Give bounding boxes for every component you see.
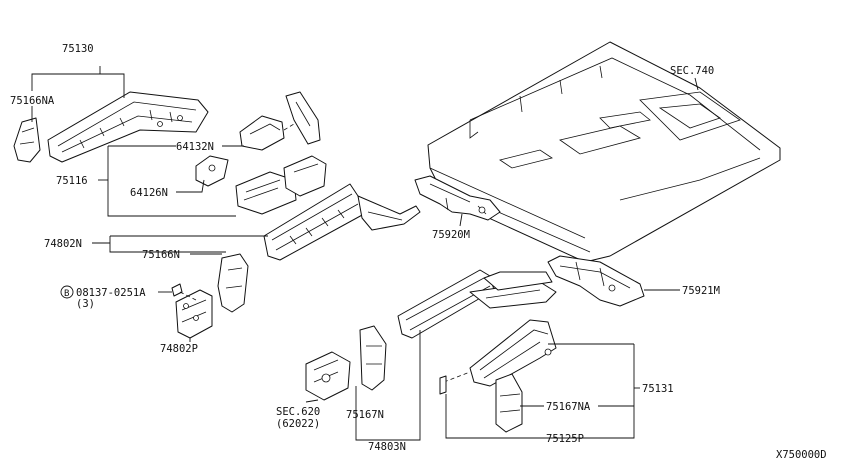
label-75116: 75116 [56, 175, 88, 187]
label-sec620-sub: (62022) [276, 418, 320, 430]
label-75166NA: 75166NA [10, 95, 55, 107]
label-74803N: 74803N [368, 441, 406, 453]
label-64126N: 64126N [130, 187, 168, 199]
part-75920M-shape [414, 175, 501, 221]
label-75921M: 75921M [682, 285, 720, 297]
label-75125P: 75125P [546, 433, 584, 445]
part-75167N-shape [359, 325, 387, 391]
label-bolt-qty: (3) [76, 298, 95, 310]
label-74802P: 74802P [160, 343, 198, 355]
label-bolt: 08137-0251A [76, 287, 146, 299]
label-75920M: 75920M [432, 229, 470, 241]
part-74802P-shape [175, 289, 213, 339]
label-75130: 75130 [62, 43, 94, 55]
part-74803N-shape [397, 269, 557, 339]
label-64132N: 64132N [176, 141, 214, 153]
part-75131-shape [443, 319, 557, 387]
label-75167N: 75167N [346, 409, 384, 421]
label-sec620: SEC.620 [276, 406, 320, 418]
part-75166N-shape [217, 253, 249, 313]
part-75166NA-shape [13, 117, 41, 163]
floor-panel [427, 41, 781, 263]
part-75167NA-shape [495, 373, 523, 433]
part-64132N-shape [239, 115, 305, 151]
upper-bracket-shape [285, 91, 321, 145]
part-75130-shape [47, 91, 209, 163]
label-74802N: 74802N [44, 238, 82, 250]
diagram-code: X750000D [776, 449, 827, 461]
part-75921M-shape [547, 255, 645, 307]
part-64126N-shape [195, 155, 229, 187]
part-74802N-shape [263, 183, 421, 261]
bolt-symbol-circle [60, 285, 74, 299]
part-75125P-shape [439, 375, 447, 395]
label-sec740: SEC.740 [670, 65, 714, 77]
label-75167NA: 75167NA [546, 401, 591, 413]
bolt-shape [171, 283, 197, 301]
leader-lines [31, 66, 699, 441]
central-member-shape [235, 155, 327, 215]
label-75131: 75131 [642, 383, 674, 395]
bolt-symbol: B [64, 289, 69, 299]
sec620-mount-shape [305, 351, 351, 401]
label-75166N: 75166N [142, 249, 180, 261]
